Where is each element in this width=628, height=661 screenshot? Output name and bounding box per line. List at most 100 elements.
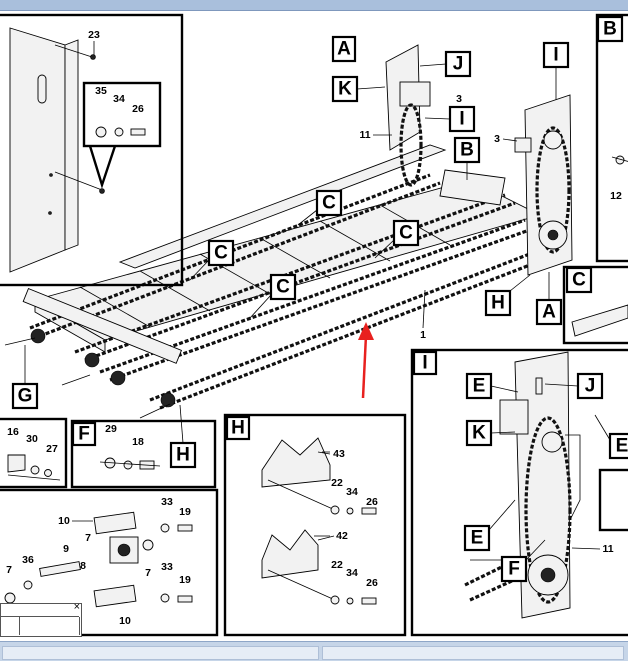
svg-text:K: K	[472, 423, 486, 444]
svg-text:43: 43	[333, 448, 345, 460]
callout-a-top: A	[331, 35, 357, 63]
close-icon[interactable]: ×	[73, 601, 80, 613]
svg-text:C: C	[214, 243, 228, 264]
floating-mini-panel: ×	[0, 601, 82, 637]
callout-f-inset: F	[71, 421, 97, 447]
svg-text:7: 7	[85, 532, 91, 544]
svg-text:36: 36	[22, 554, 34, 566]
callout-k-top: K	[331, 75, 386, 103]
svg-text:C: C	[322, 193, 336, 214]
inset-h-brackets	[223, 413, 407, 637]
panel-cell[interactable]	[1, 617, 20, 635]
svg-text:3: 3	[456, 93, 462, 105]
svg-text:H: H	[231, 418, 245, 439]
svg-text:26: 26	[366, 577, 378, 589]
callout-b-inset: B	[596, 15, 624, 43]
svg-text:E: E	[473, 376, 486, 397]
svg-text:35: 35	[95, 85, 107, 97]
svg-text:8: 8	[80, 560, 86, 572]
main-conveyor-assembly	[4, 44, 573, 419]
svg-text:E: E	[471, 528, 484, 549]
callout-h-inset: H	[225, 415, 251, 441]
svg-text:J: J	[453, 54, 464, 75]
svg-text:29: 29	[105, 423, 117, 435]
svg-text:3: 3	[494, 133, 500, 145]
inset-i-drive	[410, 348, 628, 637]
callout-e-inset-right: E	[594, 414, 628, 460]
svg-text:34: 34	[346, 567, 358, 579]
callout-e-inset-top: E	[465, 372, 519, 400]
svg-text:J: J	[585, 376, 596, 397]
callout-i-top: I	[424, 105, 476, 133]
window-bottom-bar	[0, 641, 628, 661]
callout-g-main: G	[11, 345, 39, 410]
svg-text:I: I	[553, 45, 558, 66]
callout-j-top: J	[419, 50, 472, 78]
svg-text:33: 33	[161, 496, 173, 508]
svg-text:33: 33	[161, 561, 173, 573]
svg-text:C: C	[399, 223, 413, 244]
svg-text:C: C	[572, 270, 586, 291]
svg-text:26: 26	[366, 496, 378, 508]
svg-text:12: 12	[610, 190, 622, 202]
callout-c-1: C	[297, 189, 343, 226]
callout-a-main-right: A	[535, 272, 563, 326]
svg-text:H: H	[491, 293, 505, 314]
svg-text:23: 23	[88, 29, 100, 41]
callout-h-main-right: H	[484, 274, 531, 317]
svg-text:11: 11	[602, 543, 613, 555]
status-segment	[2, 646, 319, 660]
svg-text:22: 22	[331, 559, 343, 571]
inset-shield-detail	[0, 13, 184, 287]
svg-text:30: 30	[26, 433, 38, 445]
svg-text:9: 9	[63, 543, 69, 555]
callout-c-inset: C	[565, 266, 593, 294]
svg-text:A: A	[337, 39, 351, 60]
svg-text:7: 7	[145, 567, 151, 579]
inset-b	[595, 13, 628, 263]
svg-text:42: 42	[336, 530, 348, 542]
svg-text:1: 1	[420, 329, 426, 341]
svg-text:A: A	[542, 302, 556, 323]
callout-h-main-left: H	[169, 404, 197, 469]
svg-text:10: 10	[58, 515, 70, 527]
window-top-bar	[0, 0, 628, 11]
callout-k-inset: K	[465, 419, 516, 447]
svg-text:34: 34	[113, 93, 125, 105]
parts-diagram: A K J I I B B C C C	[0, 13, 628, 637]
inset-g-hardware	[0, 417, 68, 489]
svg-text:I: I	[422, 353, 427, 374]
callout-c-4: C	[249, 273, 297, 319]
callout-c-3: C	[189, 239, 235, 281]
svg-text:22: 22	[331, 477, 343, 489]
svg-text:16: 16	[7, 426, 19, 438]
svg-text:11: 11	[359, 129, 370, 141]
panel-cell[interactable]	[19, 617, 80, 635]
svg-text:G: G	[18, 386, 33, 407]
svg-text:18: 18	[132, 436, 144, 448]
svg-text:E: E	[616, 436, 628, 457]
svg-text:19: 19	[179, 506, 191, 518]
svg-text:I: I	[459, 109, 464, 130]
svg-text:F: F	[508, 559, 520, 580]
callout-c-2: C	[374, 219, 420, 259]
callout-i-right: I	[542, 41, 570, 69]
callout-b-main: B	[453, 136, 481, 180]
svg-text:26: 26	[132, 103, 144, 115]
callout-e-inset-bottom: E	[463, 499, 516, 552]
inset-f-hardware	[70, 419, 217, 489]
svg-text:19: 19	[179, 574, 191, 586]
svg-text:B: B	[603, 19, 617, 40]
svg-text:7: 7	[6, 564, 12, 576]
pointer-arrow	[358, 322, 374, 399]
svg-text:H: H	[176, 445, 190, 466]
callout-j-inset: J	[544, 372, 604, 400]
svg-text:34: 34	[346, 486, 358, 498]
svg-text:K: K	[338, 79, 352, 100]
svg-text:C: C	[276, 277, 290, 298]
inset-idler-hardware	[0, 488, 219, 637]
inset-c	[562, 265, 628, 345]
callout-i-inset: I	[412, 350, 438, 376]
svg-text:B: B	[460, 140, 474, 161]
callout-f-inset-i: F	[500, 539, 546, 583]
